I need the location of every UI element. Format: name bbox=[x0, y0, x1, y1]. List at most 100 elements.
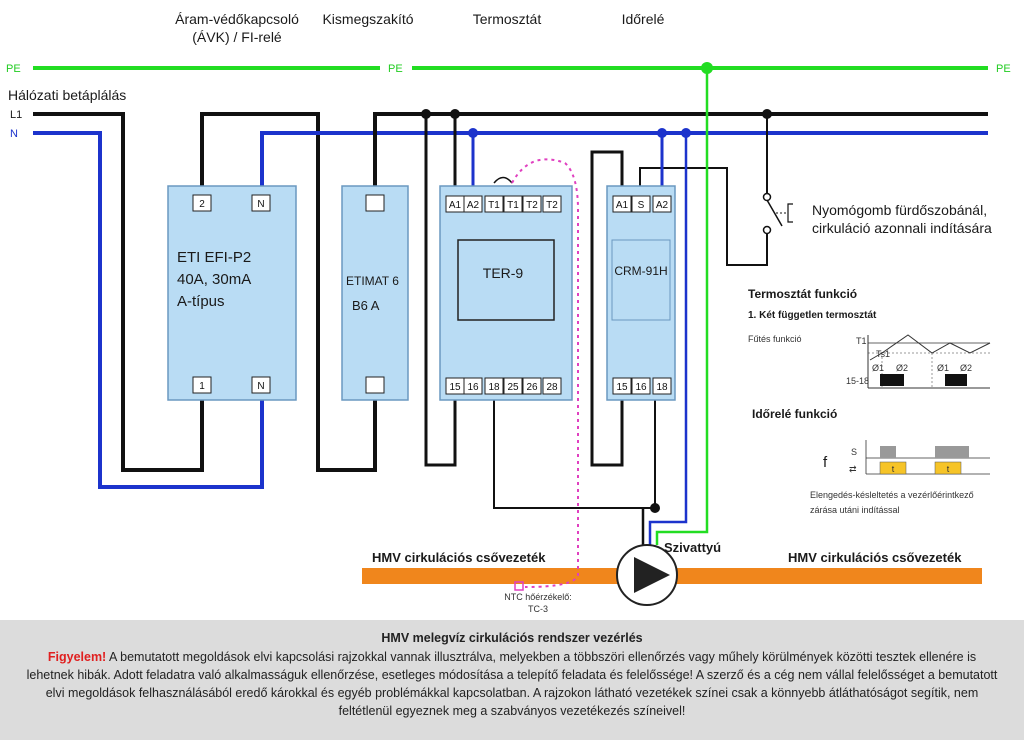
junction-l1-b bbox=[450, 109, 460, 119]
ter9-a1-wire bbox=[424, 114, 457, 467]
crm-bottom-terminal-box-2 bbox=[631, 377, 651, 395]
ter9-top-terminal-box-6 bbox=[542, 195, 562, 213]
ts1-label: Ts1 bbox=[876, 349, 890, 359]
ter9-top-terminal-5: T2 bbox=[526, 200, 538, 211]
pump-icon bbox=[616, 544, 678, 606]
timer-f-label: f bbox=[823, 454, 828, 471]
t1-label: T1 bbox=[856, 336, 867, 346]
timer-desc-line1: Elengedés-késleltetés a vezérlőérintkező bbox=[810, 490, 974, 500]
crm-top-terminal-box-3 bbox=[652, 195, 672, 213]
timer-timing-chart: f S ⇄ t t bbox=[823, 440, 990, 475]
crm-top-terminal-1: A1 bbox=[616, 200, 629, 211]
delay2-label-a: Ø2 bbox=[896, 363, 908, 373]
ter9-bottom-terminal-box-5 bbox=[522, 377, 542, 395]
delay1-label-b: Ø1 bbox=[937, 363, 949, 373]
pe-label-left: PE bbox=[6, 63, 21, 75]
thermostat-function-title: Termosztát funkció bbox=[748, 287, 857, 301]
ter9-top-terminal-box-5 bbox=[522, 195, 542, 213]
rcd-top-terminal-1: 2 bbox=[199, 199, 205, 210]
footer-text: Figyelem! A bemutatott megoldások elvi k… bbox=[24, 648, 1000, 720]
ter9-top-terminal-1: A1 bbox=[449, 200, 462, 211]
pipe-label-right: HMV cirkulációs csővezeték bbox=[788, 550, 962, 565]
timer-function-title: Időrelé funkció bbox=[752, 407, 837, 421]
pushbutton-symbol bbox=[762, 192, 793, 235]
pump-neutral-wire bbox=[648, 133, 688, 545]
ter9-top-terminal-3: T1 bbox=[488, 200, 500, 211]
relay-contact-label: 15-18 bbox=[846, 376, 869, 386]
ter9-bottom-terminal-box-4 bbox=[503, 377, 523, 395]
crm-bottom-terminal-box-3 bbox=[652, 377, 672, 395]
l1-label: L1 bbox=[10, 109, 22, 121]
crm-top-terminal-box-1 bbox=[612, 195, 632, 213]
crm-bottom-terminal-box-1 bbox=[612, 377, 632, 395]
junction-n-c bbox=[681, 128, 691, 138]
rcd-phase-out-wire bbox=[200, 112, 377, 472]
n-feed-wire bbox=[33, 131, 264, 489]
crm-top-terminal-2: S bbox=[638, 200, 645, 211]
ter9-bottom-terminal-2: 16 bbox=[467, 382, 479, 393]
pe-label-right: PE bbox=[996, 63, 1011, 75]
sensor-dotted-wire bbox=[511, 158, 579, 588]
crm-bottom-terminal-1: 15 bbox=[616, 382, 628, 393]
rcd-top-terminal-2: N bbox=[257, 199, 264, 210]
timer-output-icon: ⇄ bbox=[849, 464, 857, 474]
thermostat-timing-chart: T1 Ts1 15-18 Ø1 Ø2 Ø1 Ø2 bbox=[846, 334, 991, 389]
ter9-bottom-terminal-4: 25 bbox=[507, 382, 519, 393]
pump-label: Szivattyú bbox=[664, 540, 721, 555]
pushbutton-label-line2: cirkuláció azonnali indítására bbox=[812, 220, 992, 236]
timer-desc-line2: zárása utáni indítással bbox=[810, 505, 900, 515]
footer-title: HMV melegvíz cirkulációs rendszer vezérl… bbox=[381, 631, 643, 645]
ter9-top-terminal-box-4 bbox=[503, 195, 523, 213]
pump-pe-wire bbox=[655, 68, 709, 545]
junction-l1-a bbox=[421, 109, 431, 119]
thermostat-label: Termosztát bbox=[473, 11, 542, 27]
ter9-bottom-terminal-box-3 bbox=[484, 377, 504, 395]
crm-bottom-terminal-2: 16 bbox=[635, 382, 647, 393]
ntc-sensor bbox=[514, 581, 524, 591]
junction-pe bbox=[701, 62, 713, 74]
ter9-bottom-terminal-1: 15 bbox=[449, 382, 461, 393]
pipe-label-left: HMV cirkulációs csővezeték bbox=[372, 550, 546, 565]
footer-warning-label: Figyelem! bbox=[47, 650, 107, 664]
ter9-top-terminal-2: A2 bbox=[467, 200, 480, 211]
sensor-label-line1: NTC hőérzékelő: bbox=[504, 592, 572, 602]
n-label: N bbox=[10, 128, 18, 140]
ter9-top-terminal-6: T2 bbox=[546, 200, 558, 211]
timer-label: Időrelé bbox=[622, 11, 665, 27]
crm-bottom-terminal-3: 18 bbox=[656, 382, 668, 393]
breaker-label: Kismegszakító bbox=[322, 11, 413, 27]
ter9-bottom-terminal-6: 28 bbox=[546, 382, 558, 393]
pe-label-mid: PE bbox=[388, 63, 403, 75]
junction-n-b bbox=[657, 128, 667, 138]
rcd-rating: 40A, 30mA bbox=[177, 271, 251, 288]
rcd-bottom-terminal-2: N bbox=[257, 381, 264, 392]
l1-bus-wire bbox=[373, 112, 988, 195]
rcd-type: A-típus bbox=[177, 293, 225, 310]
mcb-rating: B6 A bbox=[352, 298, 380, 313]
supply-label: Hálózati betáplálás bbox=[8, 87, 126, 103]
ter9-name: TER-9 bbox=[483, 265, 524, 281]
junction-pump-phase bbox=[650, 503, 660, 513]
thermostat-function-subtitle: 1. Két független termosztát bbox=[748, 310, 877, 321]
rcd-bottom-terminal-1: 1 bbox=[199, 381, 205, 392]
sensor-label-line2: TC-3 bbox=[528, 604, 548, 614]
ter9-bottom-terminal-5: 26 bbox=[526, 382, 538, 393]
crm-top-terminal-3: A2 bbox=[656, 200, 669, 211]
pushbutton-label-line1: Nyomógomb fürdőszobánál, bbox=[812, 202, 987, 218]
crm-top-terminal-box-2 bbox=[631, 195, 651, 213]
ter9-top-terminal-box-2 bbox=[463, 195, 483, 213]
timer-t-label-b: t bbox=[947, 464, 950, 474]
junction-n-a bbox=[468, 128, 478, 138]
ter9-bottom-terminal-box-6 bbox=[542, 377, 562, 395]
ter9-top-terminal-4: T1 bbox=[507, 200, 519, 211]
rcd-device: 2 N 1 N ETI EFI-P2 40A, 30mA A-típus bbox=[167, 185, 297, 401]
disclaimer-footer: HMV melegvíz cirkulációs rendszer vezérl… bbox=[0, 620, 1024, 740]
avk-label-line2: (ÁVK) / FI-relé bbox=[192, 29, 282, 45]
ter9-bottom-terminal-box-2 bbox=[463, 377, 483, 395]
delay1-label-a: Ø1 bbox=[872, 363, 884, 373]
ter9-top-terminal-box-3 bbox=[484, 195, 504, 213]
sensor-loop-icon bbox=[493, 176, 513, 184]
rcd-neutral-out-wire bbox=[260, 131, 988, 195]
